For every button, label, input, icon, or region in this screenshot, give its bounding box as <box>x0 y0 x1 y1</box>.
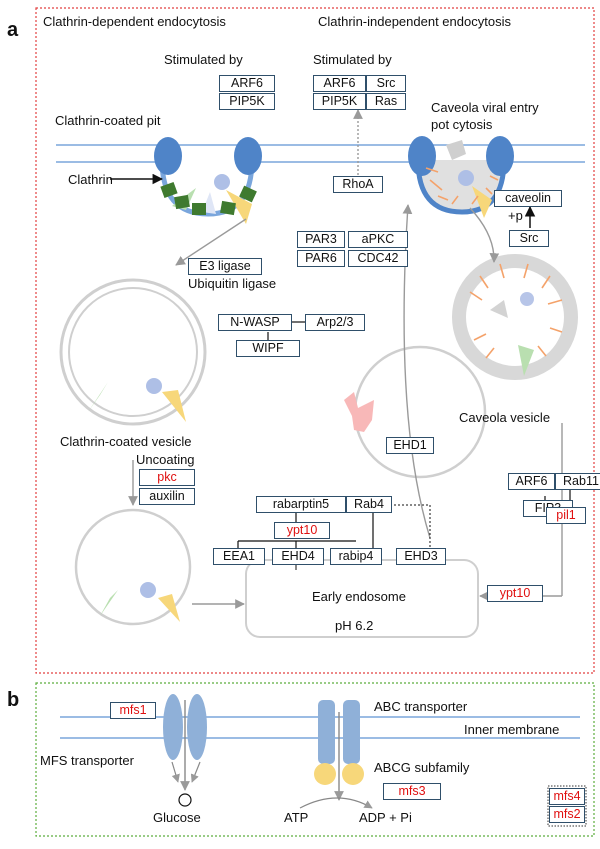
pink-shape <box>344 392 374 432</box>
caveola-viral-entry-label: Caveola viral entry <box>431 100 539 115</box>
gene-box-arp23: Arp2/3 <box>305 314 365 331</box>
gene-box-pkc: pkc <box>139 469 195 486</box>
atp-label: ATP <box>284 810 309 825</box>
inner-membrane-label: Inner membrane <box>464 722 560 737</box>
gene-box-rab4: Rab4 <box>346 496 392 513</box>
mfs-transporter-graphic <box>163 694 207 807</box>
header-clathrin-dependent: Clathrin-dependent endocytosis <box>43 14 226 29</box>
clathrin-coated-vesicle-label: Clathrin-coated vesicle <box>60 434 192 449</box>
gene-box-pip5k-left: PIP5K <box>219 93 275 110</box>
glucose-label: Glucose <box>153 810 201 825</box>
uncoating-label: Uncoating <box>136 452 195 467</box>
gene-box-ehd4: EHD4 <box>272 548 324 565</box>
gene-box-pil1: pil1 <box>546 507 586 524</box>
gene-box-rab11: Rab11 <box>555 473 600 490</box>
gene-box-arf6-bottom: ARF6 <box>508 473 555 490</box>
clathrin-coated-vesicle-graphic <box>59 278 207 426</box>
gene-box-caveolin: caveolin <box>494 190 562 207</box>
gene-box-mfs2: mfs2 <box>549 806 585 823</box>
early-endosome-label: Early endosome <box>312 589 406 604</box>
ph-label: pH 6.2 <box>335 618 374 633</box>
uncoated-vesicle-graphic <box>74 508 192 626</box>
gene-box-arf6-left: ARF6 <box>219 75 275 92</box>
gene-box-mfs1: mfs1 <box>110 702 156 719</box>
gene-box-par3: PAR3 <box>297 231 345 248</box>
panel-b-frame <box>35 682 595 837</box>
caveola-entry-graphic <box>408 136 514 218</box>
gene-box-rabarptin5: rabarptin5 <box>256 496 346 513</box>
gene-box-rabip4: rabip4 <box>330 548 382 565</box>
gene-box-mfs4: mfs4 <box>549 788 585 805</box>
gene-box-src-small: Src <box>509 230 549 247</box>
clathrin-coated-pit-graphic <box>154 137 262 224</box>
abc-transporter-graphic <box>299 700 373 809</box>
gene-box-ehd1: EHD1 <box>386 437 434 454</box>
mfs-transporter-label: MFS transporter <box>40 753 134 768</box>
caveola-vesicle-label: Caveola vesicle <box>459 410 551 425</box>
abcg-subfamily-label: ABCG subfamily <box>374 760 470 775</box>
panel-b-letter: b <box>7 689 20 711</box>
gene-box-ypt10-a: ypt10 <box>274 522 330 539</box>
clathrin-label: Clathrin <box>68 172 113 187</box>
gene-box-par6: PAR6 <box>297 250 345 267</box>
abc-transporter-label: ABC transporter <box>374 699 468 714</box>
panel-a-frame <box>35 7 595 674</box>
stimulated-by-right: Stimulated by <box>313 52 392 67</box>
gene-box-n-wasp: N-WASP <box>218 314 292 331</box>
gene-box-cdc42: CDC42 <box>348 250 408 267</box>
gene-box-mfs3: mfs3 <box>383 783 441 800</box>
header-clathrin-independent: Clathrin-independent endocytosis <box>318 14 511 29</box>
ubiquitin-ligase-label: Ubiquitin ligase <box>188 276 277 291</box>
gene-box-arf6-right: ARF6 <box>313 75 366 92</box>
gene-box-e3-ligase: E3 ligase <box>188 258 262 275</box>
gene-box-wipf: WIPF <box>236 340 300 357</box>
caveola-vesicle-graphic <box>452 254 578 380</box>
adp-pi-label: ADP + Pi <box>359 810 412 825</box>
panel-a-letter: a <box>7 19 19 41</box>
gene-box-ypt10-b: ypt10 <box>487 585 543 602</box>
phosphorylation-label: +p <box>508 208 523 223</box>
gene-box-rhoa: RhoA <box>333 176 383 193</box>
gene-box-auxilin: auxilin <box>139 488 195 505</box>
gene-box-apkc: aPKC <box>348 231 408 248</box>
gene-box-pip5k-right: PIP5K <box>313 93 366 110</box>
gene-box-ehd3: EHD3 <box>396 548 446 565</box>
gene-box-eea1: EEA1 <box>213 548 265 565</box>
stimulated-by-left: Stimulated by <box>164 52 243 67</box>
clathrin-coated-pit-label: Clathrin-coated pit <box>55 113 161 128</box>
gene-box-ras-right: Ras <box>366 93 406 110</box>
gene-box-src-right: Src <box>366 75 406 92</box>
pot-cytosis-label: pot cytosis <box>431 117 493 132</box>
